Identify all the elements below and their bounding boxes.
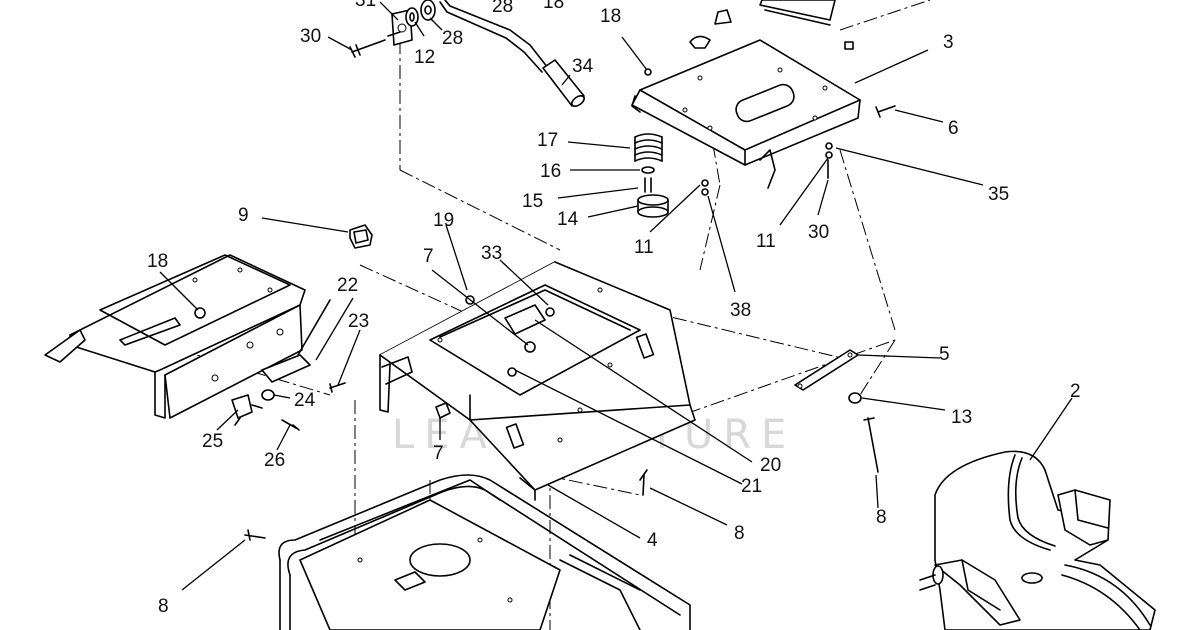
callout-18-knob: 18 [600,6,621,27]
callout-28: 28 [442,28,463,49]
callout-6: 6 [948,118,959,139]
callout-11-right: 11 [756,231,776,252]
callout-26: 26 [264,450,285,471]
mower-frame [244,474,691,630]
callout-18-top: 18 [543,0,564,13]
callout-38: 38 [730,300,751,321]
callout-25: 25 [202,431,223,452]
lever-bracket-assembly [349,0,585,107]
callout-33: 33 [481,243,502,264]
callout-9: 9 [238,205,249,226]
callout-18-bracket: 18 [147,251,168,272]
slide-bar [794,349,879,473]
plate-fasteners [644,68,896,196]
callout-15: 15 [522,191,543,212]
callout-7-lower: 7 [433,443,444,464]
callout-12: 12 [414,47,435,68]
callout-8-frame: 8 [734,523,745,544]
callout-leaders [159,1,1073,591]
seat [919,450,1156,630]
callout-34: 34 [572,56,594,77]
callout-35: 35 [988,184,1009,205]
callout-2: 2 [1070,381,1081,402]
callout-13: 13 [951,407,972,428]
callout-7-upper: 7 [423,246,434,267]
callout-8-right: 8 [876,507,887,528]
callout-5: 5 [939,344,950,365]
callout-20: 20 [760,455,781,476]
callout-16: 16 [540,161,561,182]
spring-stack [634,133,669,218]
bumper-pad [349,224,373,249]
callout-21: 21 [741,476,762,497]
callout-3: 3 [943,32,954,53]
callout-30-left: 30 [300,26,321,47]
seat-plate [631,0,861,189]
callout-28-top: 28 [492,0,513,17]
callout-labels: 31 28 18 30 28 12 34 18 3 17 16 15 14 6 … [147,0,1081,617]
left-seat-bracket [44,254,306,419]
callout-30-right: 30 [808,222,829,243]
callout-31: 31 [355,0,376,11]
callout-22: 22 [337,275,358,296]
callout-23: 23 [348,311,369,332]
callout-14: 14 [557,209,579,230]
callout-19: 19 [433,210,454,231]
callout-8-left: 8 [158,596,169,617]
callout-4: 4 [647,530,658,551]
callout-17: 17 [537,130,558,151]
callout-11-left: 11 [634,237,654,258]
callout-24: 24 [294,390,316,411]
seat-support-frame [379,261,696,501]
